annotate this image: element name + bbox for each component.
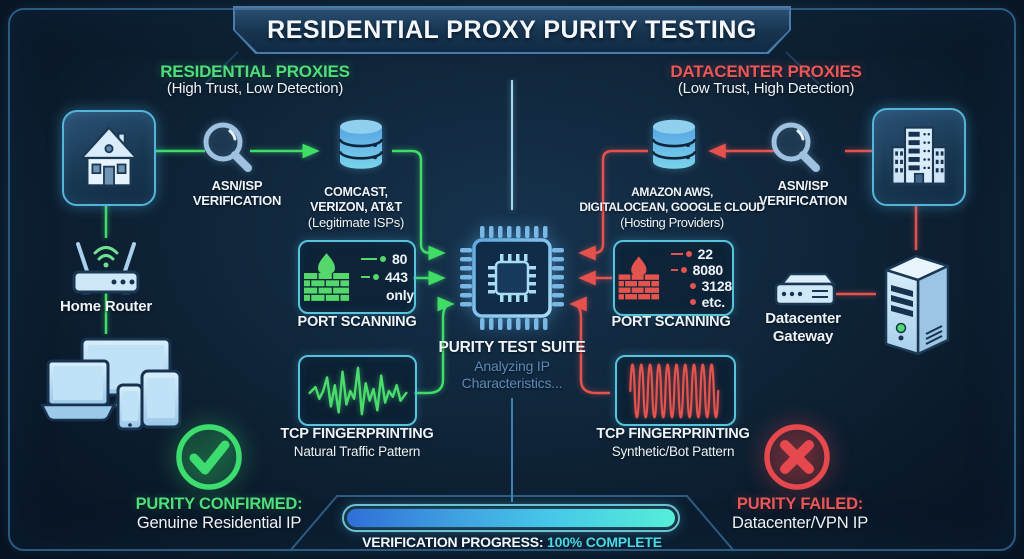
building-icon bbox=[872, 108, 966, 206]
tcp-box-residential bbox=[298, 355, 417, 426]
port-scanning-box-residential: 80 443 only bbox=[298, 240, 416, 314]
isp-database-icon bbox=[333, 116, 389, 176]
residential-heading: RESIDENTIAL PROXIES bbox=[160, 62, 350, 81]
result-sub-residential: Genuine Residential IP bbox=[136, 514, 302, 532]
progress-fill bbox=[347, 509, 675, 527]
gateway-label: Datacenter Gateway bbox=[765, 310, 841, 345]
datacenter-subheading: (Low Trust, High Detection) bbox=[677, 80, 855, 97]
port-scanning-label-datacenter: PORT SCANNING bbox=[611, 314, 731, 330]
port-list-residential: 80 443 only bbox=[361, 250, 414, 304]
port-list-datacenter: 22 8080 3128 etc. bbox=[670, 246, 732, 310]
devices-icon bbox=[38, 333, 186, 433]
asn-verification-label-right: ASN/ISP VERIFICATION bbox=[758, 178, 848, 208]
port-scanning-box-datacenter: 22 8080 3128 etc. bbox=[613, 240, 734, 316]
house-icon bbox=[62, 110, 156, 206]
tcp-box-datacenter bbox=[615, 355, 736, 426]
result-title-residential: PURITY CONFIRMED: bbox=[135, 495, 303, 513]
verification-progress-text: VERIFICATION PROGRESS: 100% COMPLETE bbox=[362, 534, 662, 550]
datacenter-heading: DATACENTER PROXIES bbox=[670, 62, 862, 81]
firewall-icon-residential bbox=[303, 253, 350, 301]
x-icon bbox=[752, 412, 842, 502]
asn-verification-magnifier-icon-right bbox=[765, 117, 825, 177]
asn-verification-magnifier-icon bbox=[197, 117, 257, 177]
check-icon bbox=[164, 412, 254, 502]
verification-progress-bar bbox=[342, 504, 680, 532]
purity-chip-icon bbox=[450, 216, 574, 340]
port-scanning-label-residential: PORT SCANNING bbox=[297, 314, 417, 330]
tcp-sub-datacenter: Synthetic/Bot Pattern bbox=[611, 444, 735, 459]
purity-suite-label: PURITY TEST SUITE bbox=[438, 339, 586, 356]
home-router-label: Home Router bbox=[60, 298, 152, 315]
analyzing-status: Analyzing IP Characteristics... bbox=[461, 358, 563, 391]
hosting-database-icon bbox=[646, 116, 702, 176]
tcp-label-residential: TCP FINGERPRINTING bbox=[280, 426, 434, 442]
hosting-database-label: AMAZON AWS, DIGITALOCEAN, GOOGLE CLOUD (… bbox=[579, 185, 765, 230]
asn-verification-label-left: ASN/ISP VERIFICATION bbox=[192, 178, 282, 208]
server-icon bbox=[876, 246, 956, 361]
waveform-icon-residential bbox=[307, 366, 408, 415]
result-sub-datacenter: Datacenter/VPN IP bbox=[732, 514, 868, 532]
result-title-datacenter: PURITY FAILED: bbox=[736, 495, 864, 513]
waveform-icon-datacenter bbox=[628, 363, 719, 418]
residential-subheading: (High Trust, Low Detection) bbox=[166, 80, 344, 97]
gateway-icon bbox=[770, 270, 838, 312]
firewall-icon-datacenter bbox=[618, 256, 660, 300]
title-banner: RESIDENTIAL PROXY PURITY TESTING bbox=[233, 6, 791, 54]
tcp-sub-residential: Natural Traffic Pattern bbox=[293, 444, 421, 459]
isp-database-label: COMCAST, VERIZON, AT&T (Legitimate ISPs) bbox=[307, 185, 405, 230]
tcp-label-datacenter: TCP FINGERPRINTING bbox=[596, 426, 750, 442]
home-router-icon bbox=[70, 238, 142, 296]
page-title: RESIDENTIAL PROXY PURITY TESTING bbox=[267, 15, 757, 44]
